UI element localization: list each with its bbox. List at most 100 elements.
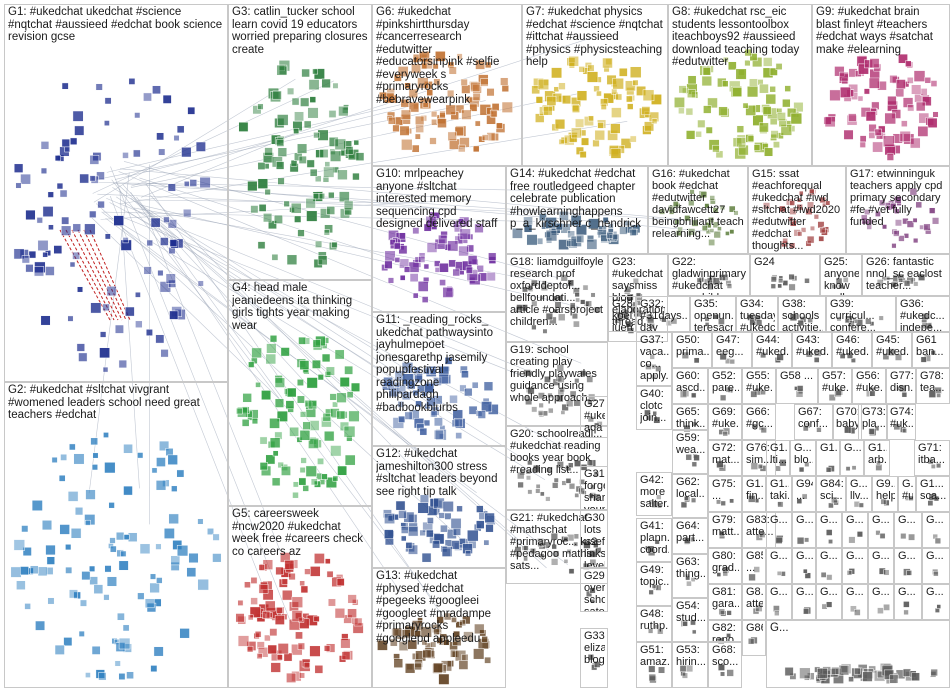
group-label-g90: G... blo... xyxy=(794,442,813,466)
group-box-g5: G5: careersweek #ncw2020 #ukedchat week … xyxy=(228,506,372,688)
group-label-g68: G68: sco... xyxy=(712,644,739,668)
group-box-g115: G... xyxy=(792,584,816,620)
group-box-g102: G... xyxy=(816,512,842,548)
group-box-g104: G... xyxy=(868,512,894,548)
group-label-g95: G... llv... xyxy=(850,478,869,502)
group-box-g10: G10: mrlpeachey anyone #sltchat interest… xyxy=(372,166,506,312)
group-box-g112: G... xyxy=(894,548,922,584)
group-label-g1: G1: #ukedchat ukedchat #science #nqtchat… xyxy=(8,6,225,44)
group-box-g69: G69: #uke... xyxy=(708,404,742,440)
group-box-g51: G51: amaz... xyxy=(636,642,672,688)
group-box-g121: G... xyxy=(766,620,950,688)
group-box-g114: G... xyxy=(766,584,792,620)
group-box-g56: G56: #uke... xyxy=(852,368,886,404)
group-label-g64: G64: part... xyxy=(676,520,705,544)
group-box-g4: G4: head male jeaniedeens ita thinking g… xyxy=(228,280,372,506)
group-label-g61: G61 ban... xyxy=(916,334,947,358)
group-box-g71: G71: itba... xyxy=(914,440,950,476)
group-label-g119: G... xyxy=(898,586,919,598)
group-label-g103: G... xyxy=(846,514,865,526)
group-label-g60: G60: ascd... xyxy=(676,370,705,394)
group-box-g119: G... xyxy=(894,584,922,620)
group-label-g42: G42: more salter... xyxy=(640,474,669,510)
group-label-g47: G47: eeg... xyxy=(716,334,749,358)
group-label-g45: G45: #uked... xyxy=(876,334,909,358)
group-label-g117: G... xyxy=(846,586,865,598)
group-label-g75: G75: ... xyxy=(712,478,739,502)
group-label-g31: G31: forget share young... xyxy=(584,468,605,510)
group-label-g65: G65: think... xyxy=(676,406,705,430)
group-box-g105: G... xyxy=(894,512,922,548)
group-box-g101: G... xyxy=(792,512,816,548)
group-label-g14: G14: #ukedchat #edchat free routledgeed … xyxy=(510,168,645,231)
group-label-g13: G13: #ukedchat #physed #edchat #pegeeks … xyxy=(376,570,503,645)
group-box-g93: G1... taki... xyxy=(766,476,792,512)
group-label-g6: G6: #ukedchat #pinkshirtthursday #cancer… xyxy=(376,6,519,106)
group-label-g94: G94 ... xyxy=(796,478,813,502)
group-label-g19: G19: school creating play friendly playw… xyxy=(510,344,605,404)
group-label-g30: G30: lots useful links level... xyxy=(584,512,605,568)
group-box-g64: G64: part... xyxy=(672,518,708,554)
group-label-g106: G... xyxy=(926,514,947,526)
group-label-g74: G74: #uk... xyxy=(890,406,913,430)
group-label-g100: G... xyxy=(770,514,789,526)
group-box-g16: G16: #ukedchat book #edchat #edutwitter … xyxy=(648,166,748,254)
group-box-g57: G57: #uke... xyxy=(818,368,852,404)
group-box-g106: G... xyxy=(922,512,950,548)
group-box-g82: G82: repo... xyxy=(708,620,742,642)
group-label-g50: G50: prima... xyxy=(676,334,709,358)
group-label-g2: G2: #ukedchat #sltchat vivgrant #womened… xyxy=(8,384,225,422)
group-label-g29: G29: over school satellite... xyxy=(584,570,605,612)
group-box-g27: G27: #ukedch... aqa pe cpd level... xyxy=(580,396,608,438)
group-box-g58: G58 ... xyxy=(776,368,818,404)
group-label-g86: G86 xyxy=(746,622,763,634)
group-label-g109: G... xyxy=(820,550,839,562)
group-label-g89: G1... lti... xyxy=(770,442,787,466)
group-label-g54: G54: stud... xyxy=(676,600,705,624)
group-box-g43: G43: #uked... xyxy=(792,332,832,368)
group-label-g121: G... xyxy=(770,622,947,635)
group-box-g61: G61 ban... xyxy=(912,332,950,368)
group-label-g67: G67: conf... xyxy=(798,406,831,430)
group-label-g81: G81: gara... xyxy=(712,586,739,610)
group-label-g17: G17: etwinninguk teachers apply cpd prim… xyxy=(850,168,947,228)
group-box-g92: G1... sca... xyxy=(916,476,950,512)
group-label-g101: G... xyxy=(796,514,813,526)
group-label-g71: G71: itba... xyxy=(918,442,947,466)
group-box-g1: G1: #ukedchat ukedchat #science #nqtchat… xyxy=(4,4,228,382)
group-box-g84: G84: sci... xyxy=(816,476,846,512)
group-label-g98: G1... xyxy=(820,442,837,454)
group-label-g12: G12: #ukedchat jameshilton300 stress #sl… xyxy=(376,448,503,498)
group-box-g53: G53: hirin... xyxy=(672,642,708,688)
group-label-g102: G... xyxy=(820,514,839,526)
group-label-g9: G9: #ukedchat brain blast finleyt #teach… xyxy=(816,6,947,56)
group-label-g27: G27: #ukedch... aqa pe cpd level... xyxy=(584,398,605,438)
group-box-g32: G32: #31days... day kids... xyxy=(636,296,690,332)
group-box-g116: G... xyxy=(816,584,842,620)
group-box-g103: G... xyxy=(842,512,868,548)
group-label-g120: G... xyxy=(926,586,947,598)
group-box-g89: G1... lti... xyxy=(766,440,790,476)
group-label-g36: G36: #ukedc... indepe... xyxy=(900,298,947,332)
group-label-g108: G... xyxy=(796,550,813,562)
group-label-g15: G15: ssat #eachforequal #ukedchat #iwd #… xyxy=(752,168,843,252)
group-box-g37: G37: vaca... co... apply... xyxy=(636,332,672,386)
group-label-g10: G10: mrlpeachey anyone #sltchat interest… xyxy=(376,168,503,231)
group-label-g16: G16: #ukedchat book #edchat #edutwitter … xyxy=(652,168,745,240)
group-label-g88: G1... fin... xyxy=(746,478,763,502)
group-label-g96: G9... help xyxy=(876,478,895,502)
group-box-g96: G9... help xyxy=(872,476,898,512)
group-label-g66: G66: #gc... xyxy=(746,406,773,430)
group-box-g54: G54: stud... xyxy=(672,598,708,642)
group-label-g18: G18: liamdguilfoyle research prof oxford… xyxy=(510,256,605,328)
group-box-g31: G31: forget share young... xyxy=(580,466,608,510)
group-box-g107: G... xyxy=(766,548,792,584)
group-label-g41: G41: plann... coord... xyxy=(640,520,669,556)
group-box-g55: G55: #uke... xyxy=(742,368,776,404)
group-label-g116: G... xyxy=(820,586,839,598)
group-label-g93: G1... taki... xyxy=(770,478,789,502)
group-box-g81: G81: gara... xyxy=(708,584,742,620)
group-label-g49: G49: topic... xyxy=(640,564,669,588)
group-label-g84: G84: sci... xyxy=(820,478,843,502)
group-box-g15: G15: ssat #eachforequal #ukedchat #iwd #… xyxy=(748,166,846,254)
